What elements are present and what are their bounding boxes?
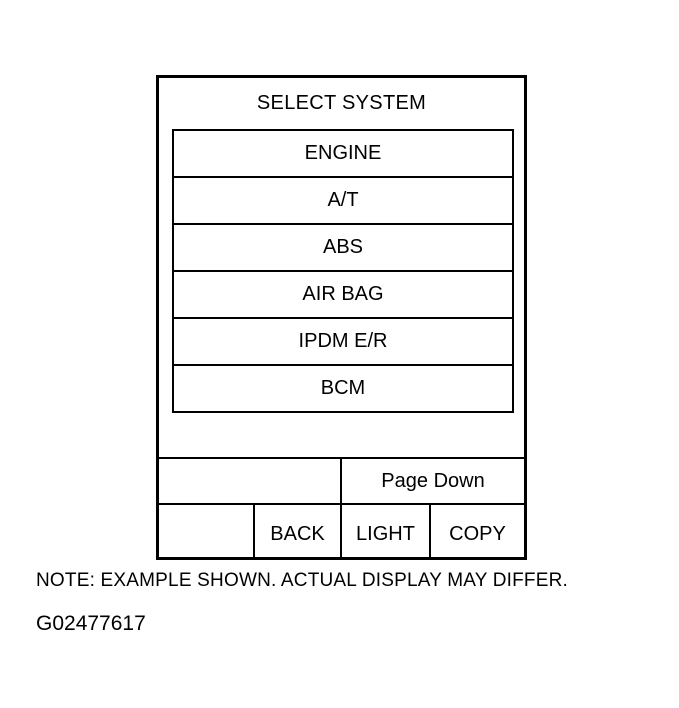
system-item-abs[interactable]: ABS — [174, 223, 512, 270]
figure-id: G02477617 — [36, 612, 146, 635]
system-item-air-bag[interactable]: AIR BAG — [174, 270, 512, 317]
empty-button-slot — [159, 459, 342, 503]
light-button[interactable]: LIGHT — [342, 505, 431, 559]
system-item-bcm[interactable]: BCM — [174, 364, 512, 411]
diagnostic-screen: SELECT SYSTEM ENGINE A/T ABS AIR BAG IPD… — [156, 75, 527, 560]
bottom-button-bar: Page Down BACK LIGHT COPY — [159, 457, 524, 559]
empty-button-slot — [159, 505, 255, 559]
page-down-button[interactable]: Page Down — [381, 470, 485, 492]
system-item-ipdm-er[interactable]: IPDM E/R — [174, 317, 512, 364]
function-button-row: BACK LIGHT COPY — [159, 505, 524, 559]
page-nav-row: Page Down — [159, 459, 524, 505]
system-item-engine[interactable]: ENGINE — [174, 131, 512, 176]
copy-button[interactable]: COPY — [449, 523, 506, 545]
screen-title: SELECT SYSTEM — [256, 92, 427, 114]
system-item-at[interactable]: A/T — [174, 176, 512, 223]
system-list: ENGINE A/T ABS AIR BAG IPDM E/R BCM — [172, 129, 514, 413]
display-note: NOTE: EXAMPLE SHOWN. ACTUAL DISPLAY MAY … — [36, 570, 569, 591]
back-button[interactable]: BACK — [255, 505, 342, 559]
